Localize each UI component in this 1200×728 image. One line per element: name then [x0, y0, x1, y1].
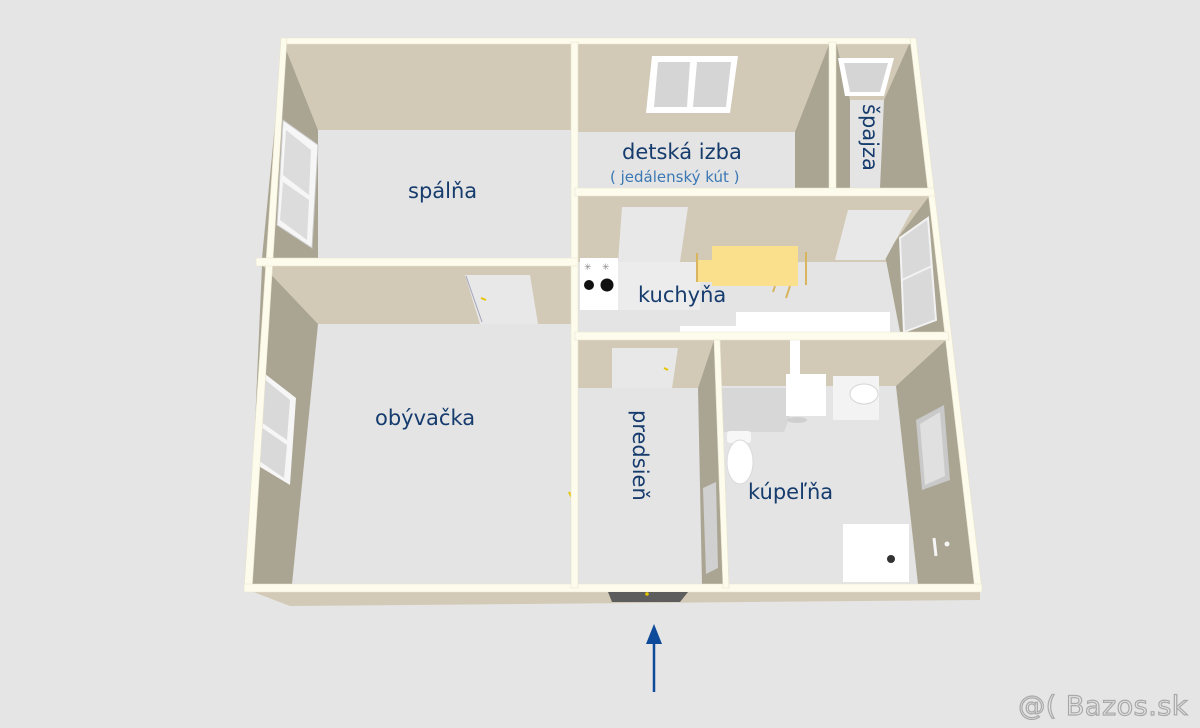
dining-table-icon: [696, 246, 807, 299]
watermark: @( Bazos.sk: [1018, 690, 1188, 722]
room-label-hallway: predsieň: [628, 410, 652, 501]
room-label-living-room: obývačka: [375, 406, 476, 430]
washing-machine-icon: [786, 374, 826, 416]
window-icon: [916, 405, 950, 490]
room-bathroom: [720, 340, 974, 584]
arrow-up-icon: [646, 624, 662, 692]
sink-icon: [833, 376, 879, 420]
svg-text:✳: ✳: [602, 263, 610, 273]
room-label-bathroom: kúpeľňa: [748, 480, 834, 504]
room-pantry: [836, 42, 932, 188]
room-hallway: [568, 340, 724, 584]
room-sublabel-dining-corner: ( jedálenský kút ): [610, 168, 740, 186]
room-kids: [578, 42, 830, 188]
room-label-pantry: špajza: [858, 104, 882, 171]
window-icon: [646, 56, 738, 113]
entrance-door: [608, 592, 688, 602]
room-kitchen: ✳ ✳: [578, 195, 948, 334]
room-bedroom: [262, 42, 572, 258]
toilet-icon: [726, 431, 754, 485]
room-label-bedroom: spálňa: [408, 179, 478, 203]
walls: [243, 37, 983, 593]
room-label-kitchen: kuchyňa: [638, 283, 727, 307]
room-label-kids-room: detská izba: [622, 140, 742, 164]
shower-icon: [843, 524, 909, 582]
svg-text:✳: ✳: [584, 263, 592, 273]
window-icon: [898, 216, 938, 334]
